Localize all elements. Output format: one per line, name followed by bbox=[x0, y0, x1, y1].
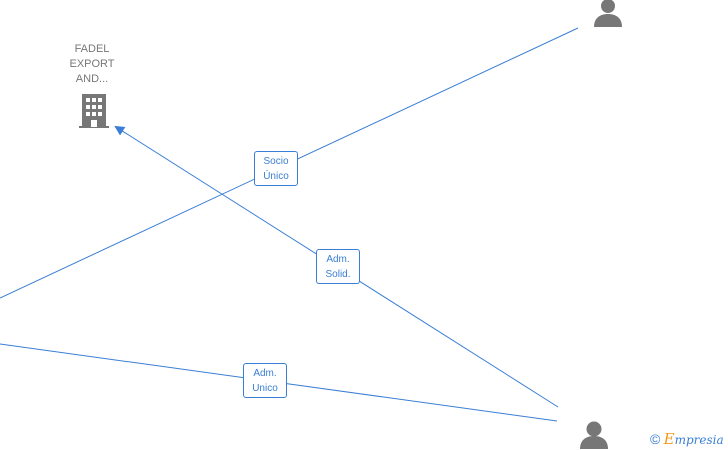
person-icon[interactable] bbox=[593, 0, 623, 28]
company-name-label[interactable]: FADEL EXPORT AND... bbox=[69, 43, 115, 85]
brand-logo-initial: E bbox=[663, 430, 675, 448]
edge-label-socio-unico[interactable]: Socio Único bbox=[254, 151, 298, 186]
person-icon[interactable] bbox=[579, 420, 609, 450]
copyright-symbol: © bbox=[650, 431, 661, 447]
edge-label-adm-unico[interactable]: Adm. Unico bbox=[243, 363, 287, 398]
building-icon[interactable] bbox=[79, 94, 109, 128]
edge-label-adm-solid[interactable]: Adm. Solid. bbox=[316, 249, 360, 284]
empresia-watermark: © Empresia bbox=[650, 429, 724, 449]
brand-logo-text: mpresia bbox=[674, 433, 724, 447]
